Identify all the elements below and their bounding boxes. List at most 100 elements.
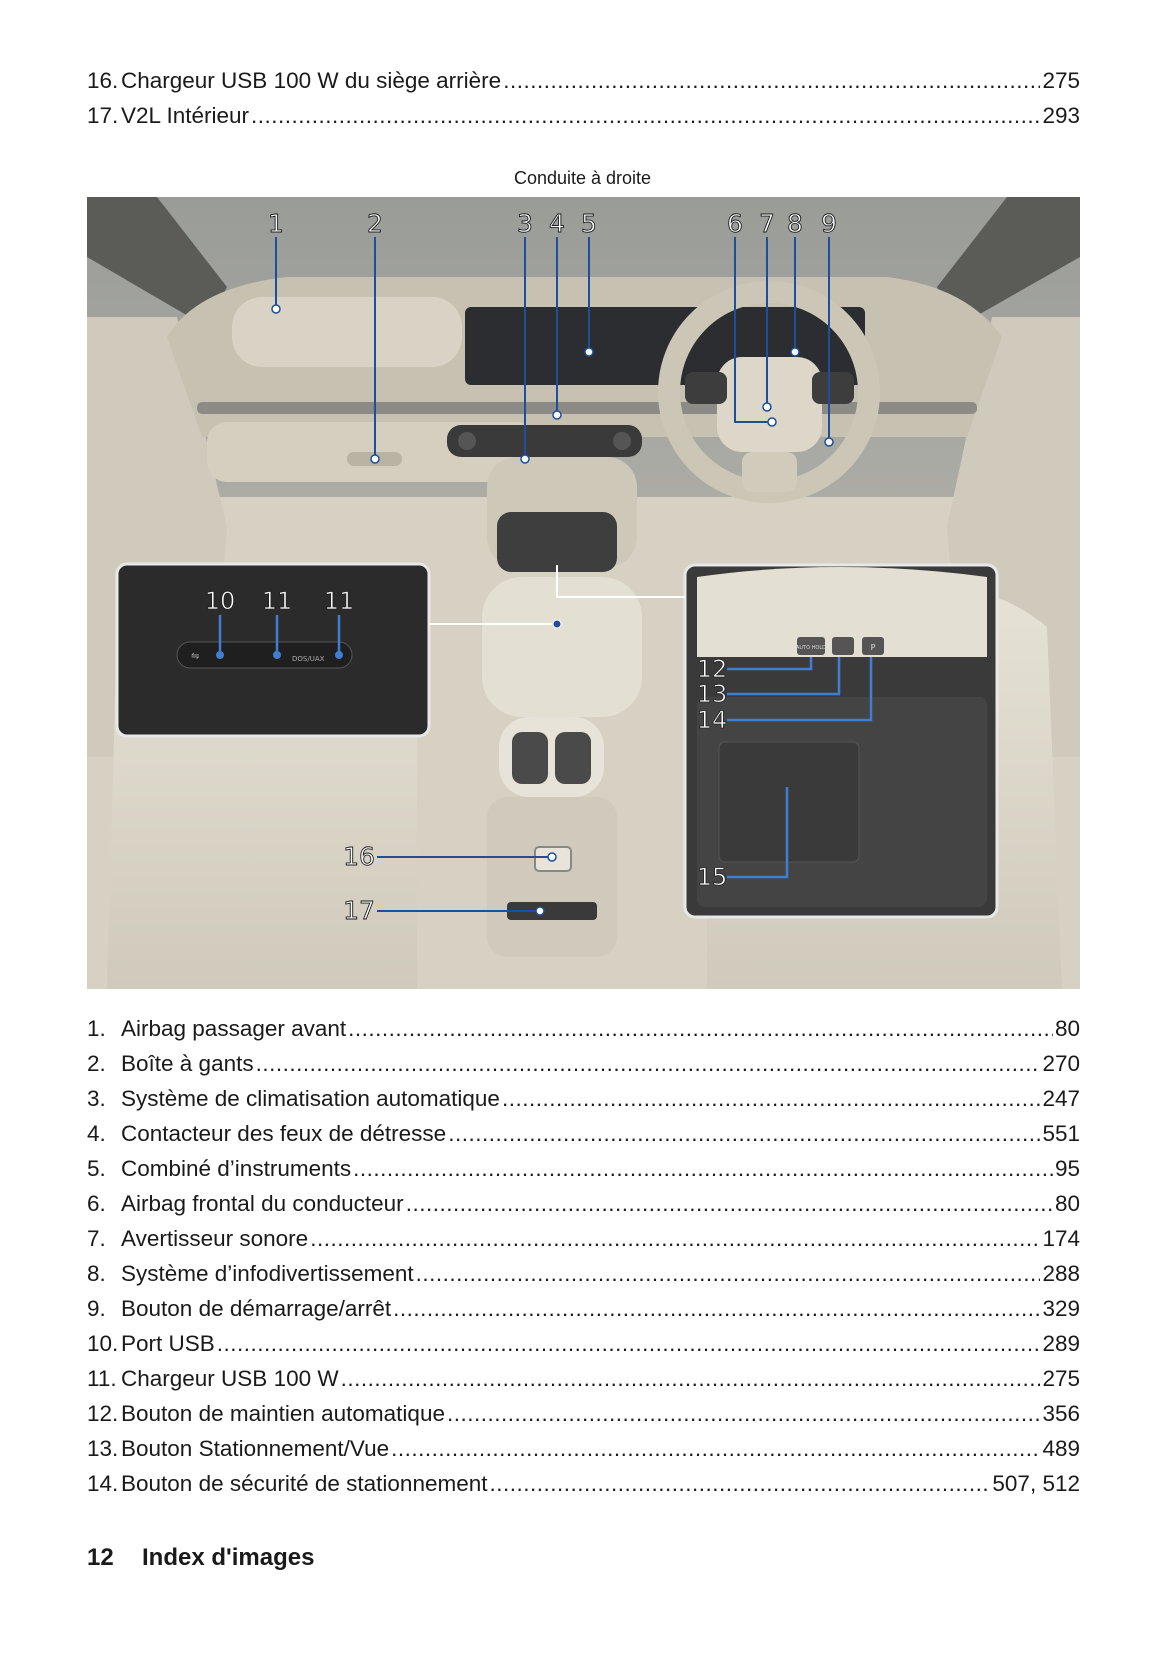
toc-entry-number: 1. [87,1016,106,1041]
callout-dot-4 [552,410,562,420]
steering-right-controls [812,372,854,404]
toc-entry: 9.Bouton de démarrage/arrêt329 [87,1296,1080,1331]
toc-entry-page: 275 [1042,68,1080,93]
callout-10: 10 [205,587,236,615]
toc-entry-page: 95 [1054,1156,1080,1181]
climate-knob-right [613,432,631,450]
toc-entry-title: Système d’infodivertissement [121,1261,414,1286]
toc-entry-title: Airbag passager avant [121,1016,347,1041]
callout-dot-1 [271,304,281,314]
toc-entry-number: 14. [87,1471,119,1496]
toc-entry-number: 4. [87,1121,106,1146]
callout-14: 14 [697,706,728,734]
toc-leader-dots [256,1051,1041,1077]
callout-11a: 11 [262,587,293,615]
callout-11b: 11 [324,587,355,615]
steering-lower-spoke [742,452,797,492]
toc-entry-title: Combiné d’instruments [121,1156,352,1181]
button-auto-hold-label: AUTO HOLD [796,645,826,651]
toc-entry-number: 17. [87,103,119,128]
climate-panel [447,425,642,457]
toc-leader-dots [393,1296,1040,1322]
inset-right-armrest [697,567,987,657]
toc-leader-dots [217,1331,1041,1357]
callout-line-14 [727,657,873,722]
toc-entry-page: 489 [1042,1436,1080,1461]
toc-entry-title: Port USB [121,1331,215,1356]
toc-leader-dots [353,1156,1053,1182]
toc-entry-title: Boîte à gants [121,1051,254,1076]
toc-entry: 3.Système de climatisation automatique24… [87,1086,1080,1121]
callout-dot-16 [547,852,557,862]
callout-dot-17 [535,906,545,916]
inset-left-port-strip [176,641,353,669]
toc-entry-title: Bouton de sécurité de stationnement [121,1471,488,1496]
toc-leader-dots [251,103,1040,129]
toc-entry-page: 80 [1054,1016,1080,1041]
callout-dot-5 [584,347,594,357]
callout-dot-7 [762,402,772,412]
toc-entry-page: 551 [1042,1121,1080,1146]
toc-leader-dots [391,1436,1040,1462]
console-armrest [482,577,642,717]
toc-entry: 8.Système d’infodivertissement288 [87,1261,1080,1296]
right-pillar [937,197,1080,327]
callout-line-15 [727,787,789,879]
toc-leader-dots [416,1261,1041,1287]
callout-line-12 [727,657,813,671]
button-parking-safety [862,637,884,655]
toc-entry-title: Bouton de maintien automatique [121,1401,445,1426]
toc-entry-page: 270 [1042,1051,1080,1076]
toc-entry: 11.Chargeur USB 100 W275 [87,1366,1080,1401]
toc-entry-number: 3. [87,1086,106,1111]
callout-line-13 [727,657,841,696]
figure-caption: Conduite à droite [513,168,652,188]
toc-entry-page: 356 [1042,1401,1080,1426]
console-rear [487,797,617,957]
toc-entry-title: Bouton de démarrage/arrêt [121,1296,392,1321]
toc-entry-page: 329 [1042,1296,1080,1321]
toc-entry-page: 507, 512 [992,1471,1080,1496]
toc-entry-title: Avertisseur sonore [121,1226,309,1251]
toc-entry: 10.Port USB 289 [87,1331,1080,1366]
rear-vent-left [512,732,548,784]
toc-entry-page: 275 [1042,1366,1080,1391]
toc-entry: 13.Bouton Stationnement/Vue 489 [87,1436,1080,1471]
toc-entry-title: Chargeur USB 100 W [121,1366,339,1391]
toc-bottom-list: 1.Airbag passager avant802.Boîte à gants… [87,1016,1080,1506]
toc-entry-title: Contacteur des feux de détresse [121,1121,447,1146]
toc-entry-number: 7. [87,1226,106,1251]
callout-dot-9 [824,437,834,447]
toc-leader-dots [310,1226,1040,1252]
toc-entry-number: 13. [87,1436,119,1461]
callout-dot-6 [767,417,777,427]
inset-left-usb-symbol: ⇋ [191,651,199,662]
callout-1: 1 [268,209,284,238]
callout-5: 5 [581,209,597,238]
inset-left-port-label: DOS/UAX [292,655,325,663]
callout-8: 8 [787,209,803,238]
rear-vent-right [555,732,591,784]
toc-entry: 17.V2L Intérieur293 [87,103,1080,138]
toc-entry-page: 293 [1042,103,1080,128]
toc-leader-dots [448,1121,1040,1147]
toc-leader-dots [447,1401,1040,1427]
callout-6: 6 [727,209,743,238]
toc-leader-dots [406,1191,1053,1217]
callout-line-6 [734,237,772,423]
callout-dot-3 [520,454,530,464]
toc-entry: 16.Chargeur USB 100 W du siège arrière27… [87,68,1080,103]
toc-entry-page: 289 [1042,1331,1080,1356]
callout-17: 17 [343,896,375,925]
callout-15: 15 [697,863,728,891]
toc-entry-title: Bouton Stationnement/Vue [121,1436,390,1461]
button-parking-safety-label: P [871,643,876,652]
toc-leader-dots [341,1366,1041,1392]
toc-entry: 14.Bouton de sécurité de stationnement 50… [87,1471,1080,1506]
toc-entry-number: 10. [87,1331,119,1356]
toc-entry: 6.Airbag frontal du conducteur80 [87,1191,1080,1226]
callout-9: 9 [821,209,837,238]
page-number: 12 [87,1544,114,1571]
callout-3: 3 [517,209,533,238]
toc-entry-title: Système de climatisation automatique [121,1086,500,1111]
